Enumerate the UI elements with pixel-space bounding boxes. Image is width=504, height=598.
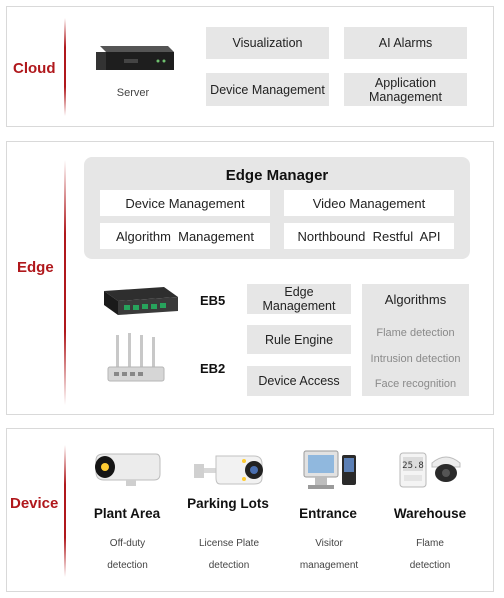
eb2-label: EB2 bbox=[200, 361, 226, 376]
bullet-camera-icon bbox=[95, 453, 161, 486]
algorithms-title: Algorithms bbox=[384, 292, 447, 307]
svg-text:25.8: 25.8 bbox=[402, 461, 424, 471]
device-item-title: Parking Lots bbox=[187, 496, 269, 511]
entrance-terminal-icon bbox=[303, 450, 356, 489]
algorithm-item: Intrusion detection bbox=[370, 353, 461, 365]
cloud-panel bbox=[6, 6, 494, 127]
algorithm-item: Flame detection bbox=[376, 327, 455, 339]
cloud-label: Cloud bbox=[13, 60, 56, 77]
device-item-title: Entrance bbox=[299, 506, 357, 521]
warehouse-sensor-icon: 25.8 bbox=[399, 452, 461, 488]
server-label: Server bbox=[116, 87, 150, 99]
device-item-title: Warehouse bbox=[393, 506, 467, 521]
edge-management-box: Edge Management bbox=[247, 284, 351, 314]
edge-manager-title: Edge Manager bbox=[225, 167, 329, 184]
algorithm-item: Face recognition bbox=[374, 378, 457, 390]
eb5-device-icon bbox=[104, 287, 178, 315]
device-item-description: Off-duty detection bbox=[107, 538, 148, 571]
device-divider bbox=[64, 445, 66, 577]
server-icon bbox=[96, 46, 174, 70]
video-management-box: Video Management bbox=[284, 190, 454, 216]
parking-camera-icon bbox=[194, 455, 263, 485]
cloud-device-management-box: Device Management bbox=[206, 73, 329, 106]
algorithms-box bbox=[362, 284, 469, 396]
application-management-box: Application Management bbox=[344, 73, 467, 106]
edge-device-management-box: Device Management bbox=[100, 190, 270, 216]
edge-label: Edge bbox=[17, 259, 54, 276]
northbound-restful-api-box: Northbound Restful API bbox=[284, 223, 454, 249]
rule-engine-box: Rule Engine bbox=[247, 325, 351, 354]
edge-divider bbox=[64, 160, 66, 405]
device-item-title: Plant Area bbox=[93, 506, 161, 521]
device-item-description: Flame detection bbox=[409, 538, 451, 571]
device-access-box: Device Access bbox=[247, 366, 351, 396]
device-label: Device bbox=[10, 495, 59, 512]
algorithm-management-box: Algorithm Management bbox=[100, 223, 270, 249]
device-item-description: License Plate detection bbox=[198, 538, 260, 571]
visualization-box: Visualization bbox=[206, 27, 329, 59]
device-item-description: Visitor management bbox=[299, 538, 359, 571]
ai-alarms-box: AI Alarms bbox=[344, 27, 467, 59]
eb5-label: EB5 bbox=[200, 293, 226, 308]
cloud-divider bbox=[64, 18, 66, 116]
eb2-router-icon bbox=[107, 333, 165, 382]
